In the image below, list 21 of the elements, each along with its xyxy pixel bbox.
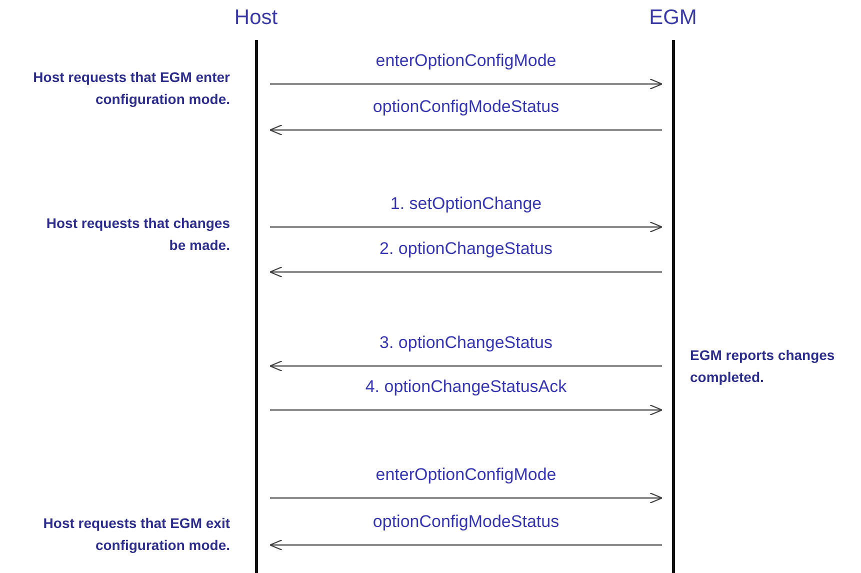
edge-label: 2. optionChangeStatus (378, 239, 554, 259)
edge-label: 3. optionChangeStatus (378, 333, 554, 353)
edge-label: optionConfigModeStatus (370, 512, 562, 532)
edge-label: enterOptionConfigMode (374, 465, 558, 485)
message-arrow (269, 539, 662, 551)
edge-label: enterOptionConfigMode (374, 51, 558, 71)
message-arrow (269, 124, 662, 136)
note-text: EGM reports changes completed. (690, 346, 836, 387)
message-arrow (270, 492, 663, 504)
participant-label: Host (234, 6, 278, 30)
participant-label: EGM (649, 6, 697, 30)
message-arrow (270, 404, 663, 416)
note-text: Host requests that changes be made. (45, 214, 230, 255)
message-arrow (270, 78, 663, 90)
message-arrow (270, 221, 663, 233)
edge-label: optionConfigModeStatus (370, 97, 562, 117)
message-arrow (269, 360, 662, 372)
note-text: Host requests that EGM exit configuration mode. (42, 514, 230, 555)
note-text: Host requests that EGM enter configuration mode. (32, 68, 230, 109)
message-arrow (269, 266, 662, 278)
edge-label: 4. optionChangeStatusAck (363, 377, 569, 397)
